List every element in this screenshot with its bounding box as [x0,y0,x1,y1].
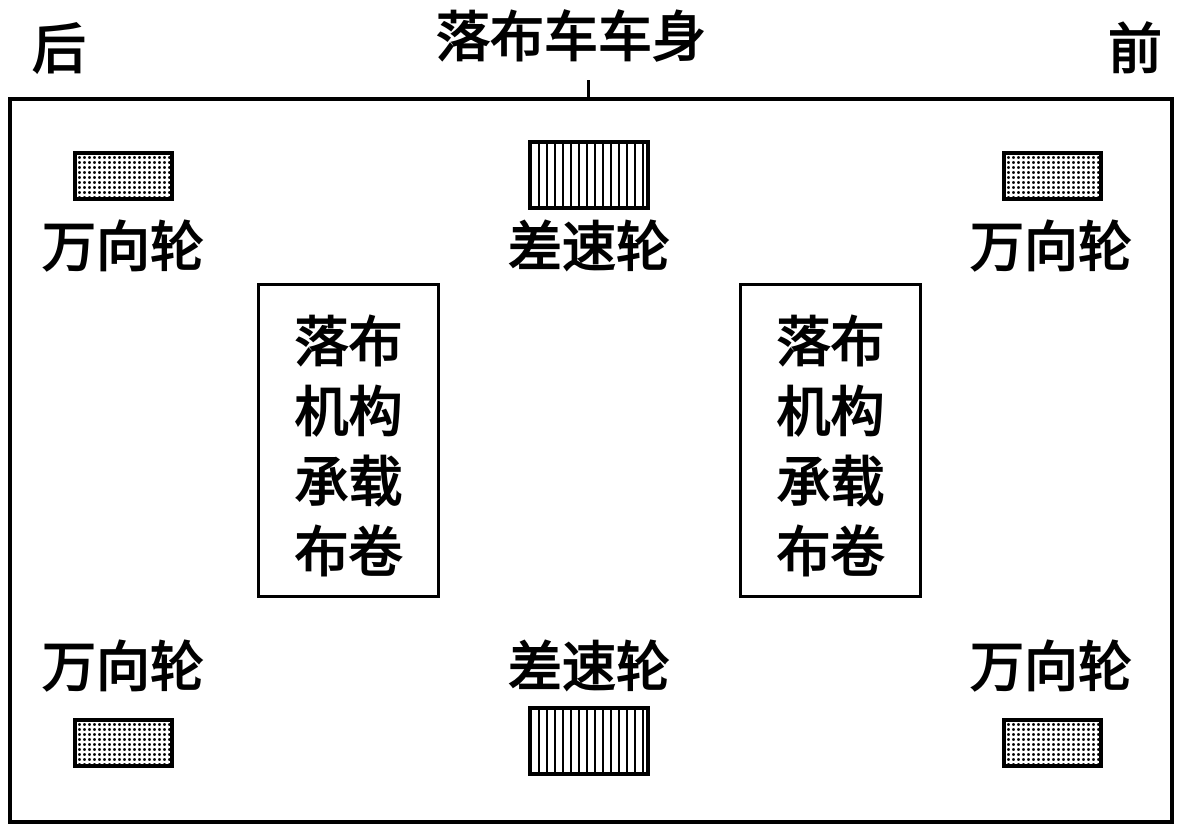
cloth-roll-carrier-rear: 落布 机构 承载 布卷 [257,283,440,598]
differential-wheel-top [528,140,650,210]
roll-label-line: 布卷 [294,521,403,584]
differential-label: 差速轮 [508,636,670,699]
roll-label-line: 机构 [294,381,403,444]
caster-label: 万向轮 [970,216,1132,279]
roll-label-line: 承载 [776,451,885,514]
caster-wheel-rear-top [73,151,174,201]
cart-body [8,97,1174,824]
front-label: 前 [1108,18,1162,81]
caster-label: 万向轮 [42,636,204,699]
cloth-roll-carrier-front: 落布 机构 承载 布卷 [739,283,922,598]
roll-label-line: 承载 [294,451,403,514]
caster-wheel-rear-bottom [73,718,174,768]
title-leader-line [587,80,590,98]
caster-wheel-front-bottom [1002,718,1103,768]
rear-label: 后 [32,18,86,81]
differential-wheel-bottom [528,706,650,776]
caster-label: 万向轮 [970,636,1132,699]
differential-label: 差速轮 [508,216,670,279]
roll-label-line: 机构 [776,381,885,444]
caster-wheel-front-top [1002,151,1103,201]
roll-label-line: 布卷 [776,521,885,584]
title: 落布车车身 [436,6,706,69]
roll-label-line: 落布 [776,311,885,374]
roll-label-line: 落布 [294,311,403,374]
caster-label: 万向轮 [42,216,204,279]
